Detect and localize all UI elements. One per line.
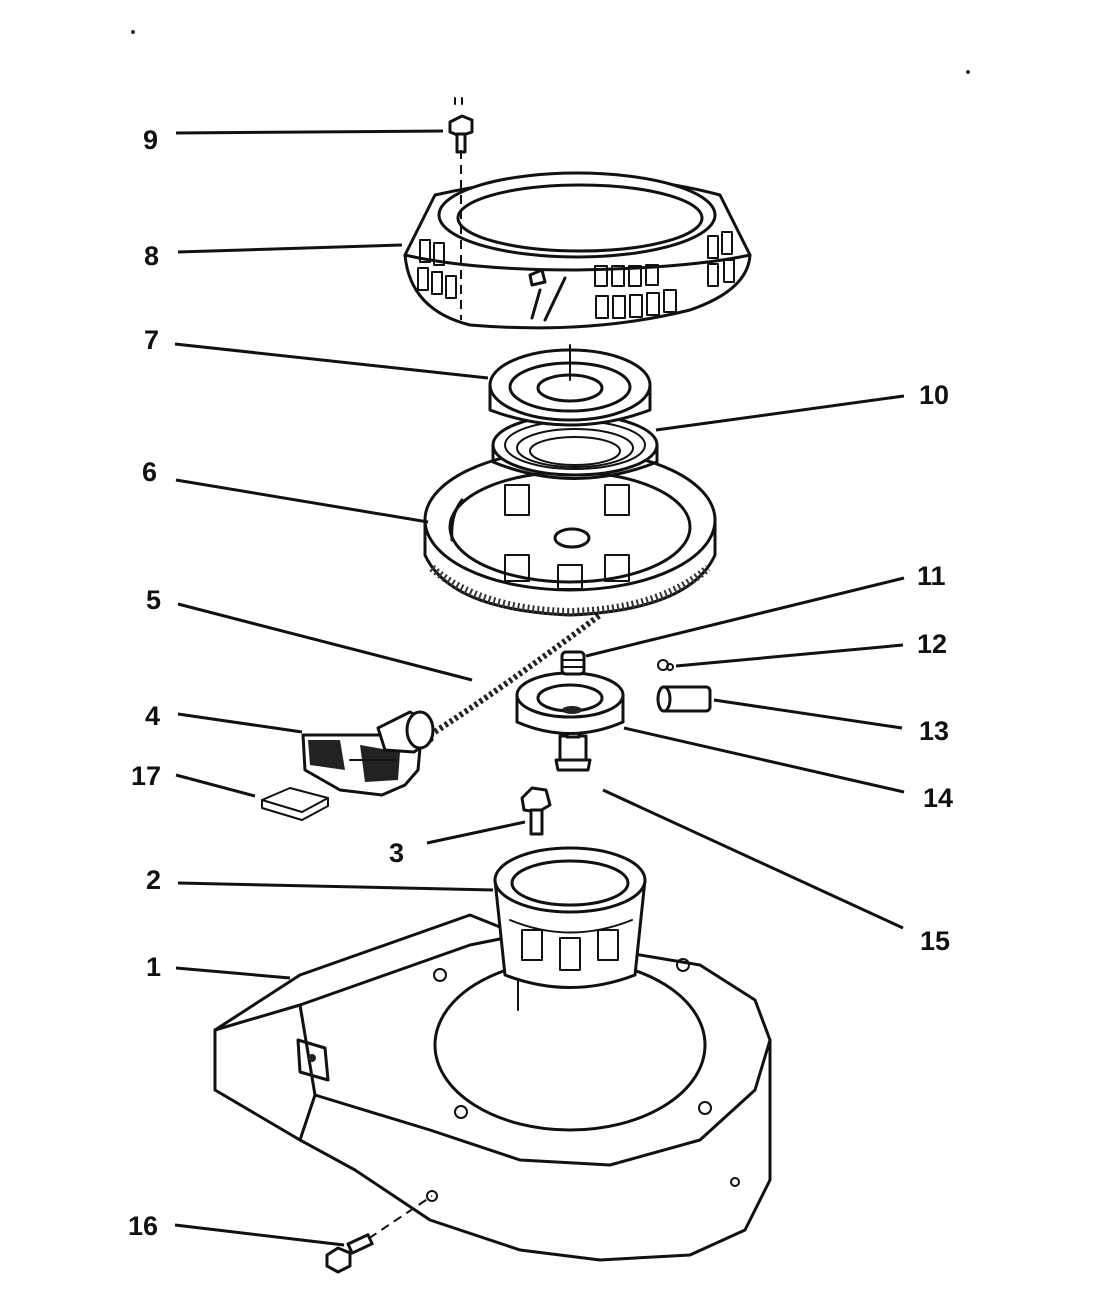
part-16-screw — [325, 1233, 374, 1274]
part-10-recoil-spring — [491, 413, 659, 480]
leader-10 — [655, 394, 905, 432]
leader-6 — [175, 478, 429, 524]
callout-6: 6 — [142, 457, 157, 487]
leader-7 — [174, 342, 489, 380]
part-8-starter-housing — [403, 171, 752, 330]
callout-15: 15 — [920, 926, 950, 956]
callout-9: 9 — [143, 125, 158, 155]
callout-12: 12 — [917, 629, 947, 659]
callout-4: 4 — [145, 701, 160, 731]
part-2-starter-cup — [493, 846, 647, 989]
part-9-screw — [448, 97, 474, 320]
leader-14 — [623, 726, 905, 794]
callout-1: 1 — [146, 952, 161, 982]
housing-vent-slots — [417, 231, 735, 319]
callout-3: 3 — [389, 838, 404, 868]
leader-5 — [177, 602, 473, 682]
callout-11: 11 — [917, 561, 946, 591]
leader-16 — [174, 1223, 345, 1247]
callout-5: 5 — [146, 585, 161, 615]
part-12-small-spring — [657, 659, 674, 671]
part-6-pulley — [423, 448, 717, 617]
part-14-retainer — [515, 671, 625, 735]
leader-9 — [175, 129, 444, 135]
callout-labels: 9 8 7 10 6 11 5 12 4 13 17 14 3 2 15 1 1… — [128, 125, 953, 1241]
leader-12 — [675, 643, 904, 668]
callout-17: 17 — [131, 761, 161, 791]
leader-11 — [585, 576, 905, 658]
part-13-pawl — [656, 685, 712, 713]
callout-16: 16 — [128, 1211, 158, 1241]
callout-14: 14 — [923, 783, 953, 813]
part-7-spring-cover — [488, 344, 652, 427]
part-1-blower-housing — [213, 913, 772, 1262]
leader-17 — [175, 773, 256, 798]
leader-1 — [175, 966, 291, 980]
part-4-handle — [301, 710, 435, 797]
leader-lines — [174, 129, 905, 1247]
callout-7: 7 — [144, 325, 159, 355]
leader-2 — [177, 881, 494, 892]
callout-2: 2 — [146, 865, 161, 895]
scan-speck — [966, 70, 970, 74]
part-3-screw — [520, 786, 552, 836]
callout-10: 10 — [919, 380, 949, 410]
scan-speck — [131, 30, 135, 34]
part-11-spring — [560, 650, 586, 676]
leader-4 — [177, 712, 303, 734]
leader-3 — [426, 820, 526, 845]
part-17-insert — [261, 787, 329, 821]
leader-13 — [713, 698, 903, 730]
leader-15 — [602, 788, 904, 930]
leader-8 — [177, 243, 403, 254]
callout-8: 8 — [144, 241, 159, 271]
callout-13: 13 — [919, 716, 949, 746]
